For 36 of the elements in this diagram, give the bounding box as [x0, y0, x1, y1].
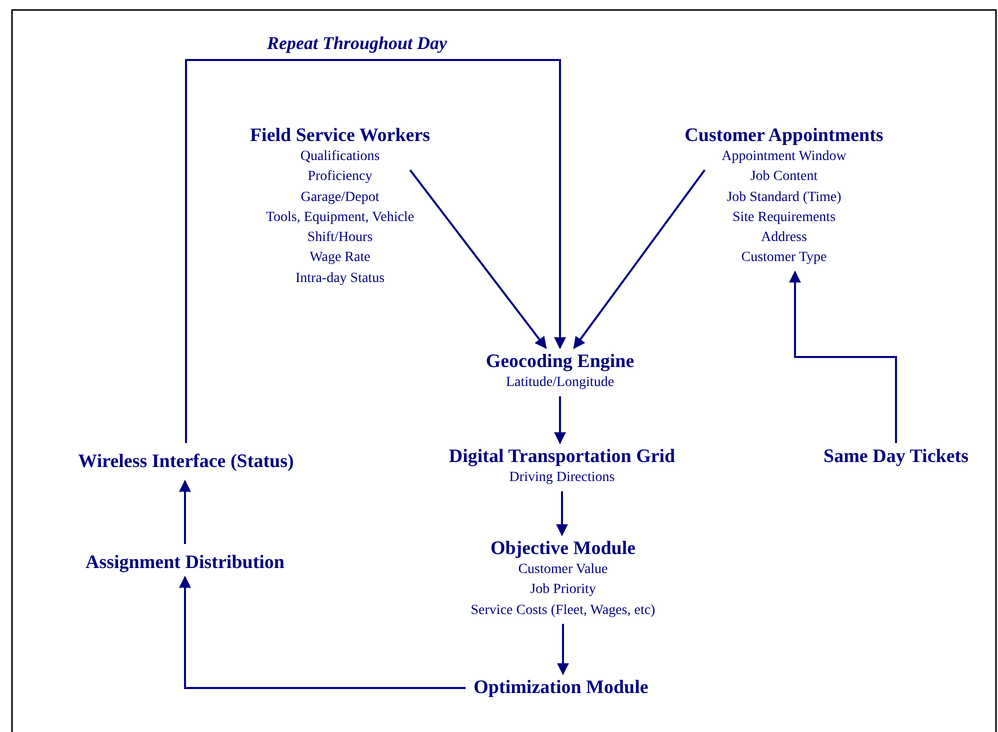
- node-title: Optimization Module: [474, 677, 648, 699]
- node-detail: Service Costs (Fleet, Wages, etc): [470, 602, 656, 620]
- node-title: Customer Appointments: [684, 125, 884, 147]
- node-title: Same Day Tickets: [824, 446, 968, 468]
- node-detail: Job Content: [749, 168, 819, 186]
- arrow: [179, 576, 466, 689]
- arrow: [554, 396, 566, 444]
- node-title: Geocoding Engine: [486, 351, 634, 373]
- node-title: Assignment Distribution: [86, 552, 284, 574]
- arrow: [409, 169, 547, 349]
- node-detail: Shift/Hours: [306, 229, 374, 248]
- node-detail: Qualifications: [299, 148, 381, 166]
- node-detail: Intra-day Status: [294, 270, 386, 288]
- arrow: [179, 480, 191, 544]
- node-detail: Address: [760, 229, 808, 248]
- arrow: [789, 270, 897, 443]
- node-detail: Job Priority: [529, 581, 597, 600]
- node-detail: Driving Directions: [508, 469, 616, 487]
- arrow: [557, 624, 569, 676]
- node-detail: Job Standard (Time): [726, 188, 842, 207]
- node-detail: Site Requirements: [731, 208, 837, 227]
- node-title: Wireless Interface (Status): [78, 451, 294, 473]
- node-detail: Wage Rate: [308, 249, 372, 268]
- node-detail: Customer Value: [517, 561, 609, 579]
- node-detail: Customer Type: [740, 249, 828, 268]
- arrow: [573, 169, 706, 349]
- node-title: Field Service Workers: [250, 125, 430, 147]
- node-detail: Appointment Window: [720, 148, 848, 166]
- arrow: [556, 491, 568, 536]
- node-detail: Latitude/Longitude: [504, 374, 616, 392]
- node-detail: Tools, Equipment, Vehicle: [264, 208, 416, 227]
- node-detail: Proficiency: [306, 168, 374, 186]
- node-title: Digital Transportation Grid: [448, 446, 676, 468]
- node-title: Objective Module: [489, 538, 637, 560]
- arrow: [185, 59, 566, 443]
- node-detail: Garage/Depot: [300, 188, 380, 207]
